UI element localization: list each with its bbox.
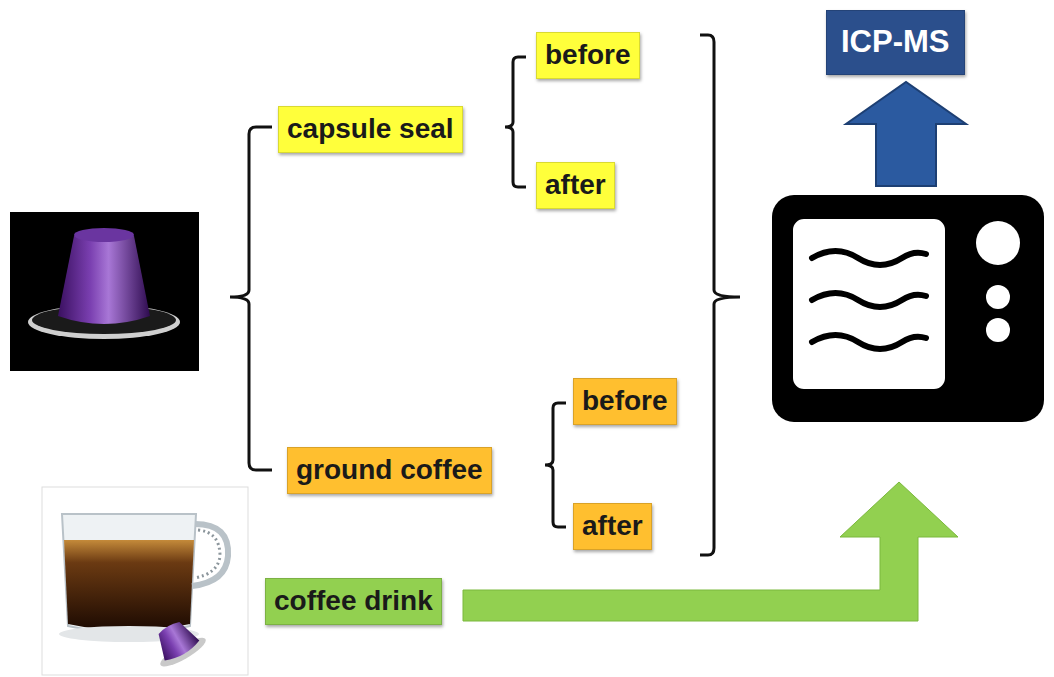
sample-box: capsule seal: [278, 106, 463, 153]
sample-box: before: [536, 32, 640, 79]
sample-box: after: [536, 162, 615, 209]
box-label: capsule seal: [287, 112, 454, 146]
box-label: before: [582, 384, 668, 418]
box-label: before: [545, 38, 631, 72]
capsule-photo: [10, 212, 199, 371]
box-label: ground coffee: [296, 453, 483, 487]
bracket: [230, 35, 740, 555]
microwave-icon: [772, 195, 1044, 422]
box-label: after: [582, 509, 643, 543]
sample-box: coffee drink: [265, 578, 442, 625]
sample-box: ground coffee: [287, 447, 492, 494]
blue-arrow: [846, 82, 966, 186]
sample-box: after: [573, 503, 652, 550]
box-label: after: [545, 168, 606, 202]
box-label: coffee drink: [274, 584, 433, 618]
green-arrow: [463, 482, 958, 621]
sample-box: before: [573, 378, 677, 425]
instrument-box: ICP-MS: [826, 10, 965, 75]
box-label: ICP-MS: [841, 23, 950, 60]
coffee-cup-photo: [42, 487, 248, 675]
